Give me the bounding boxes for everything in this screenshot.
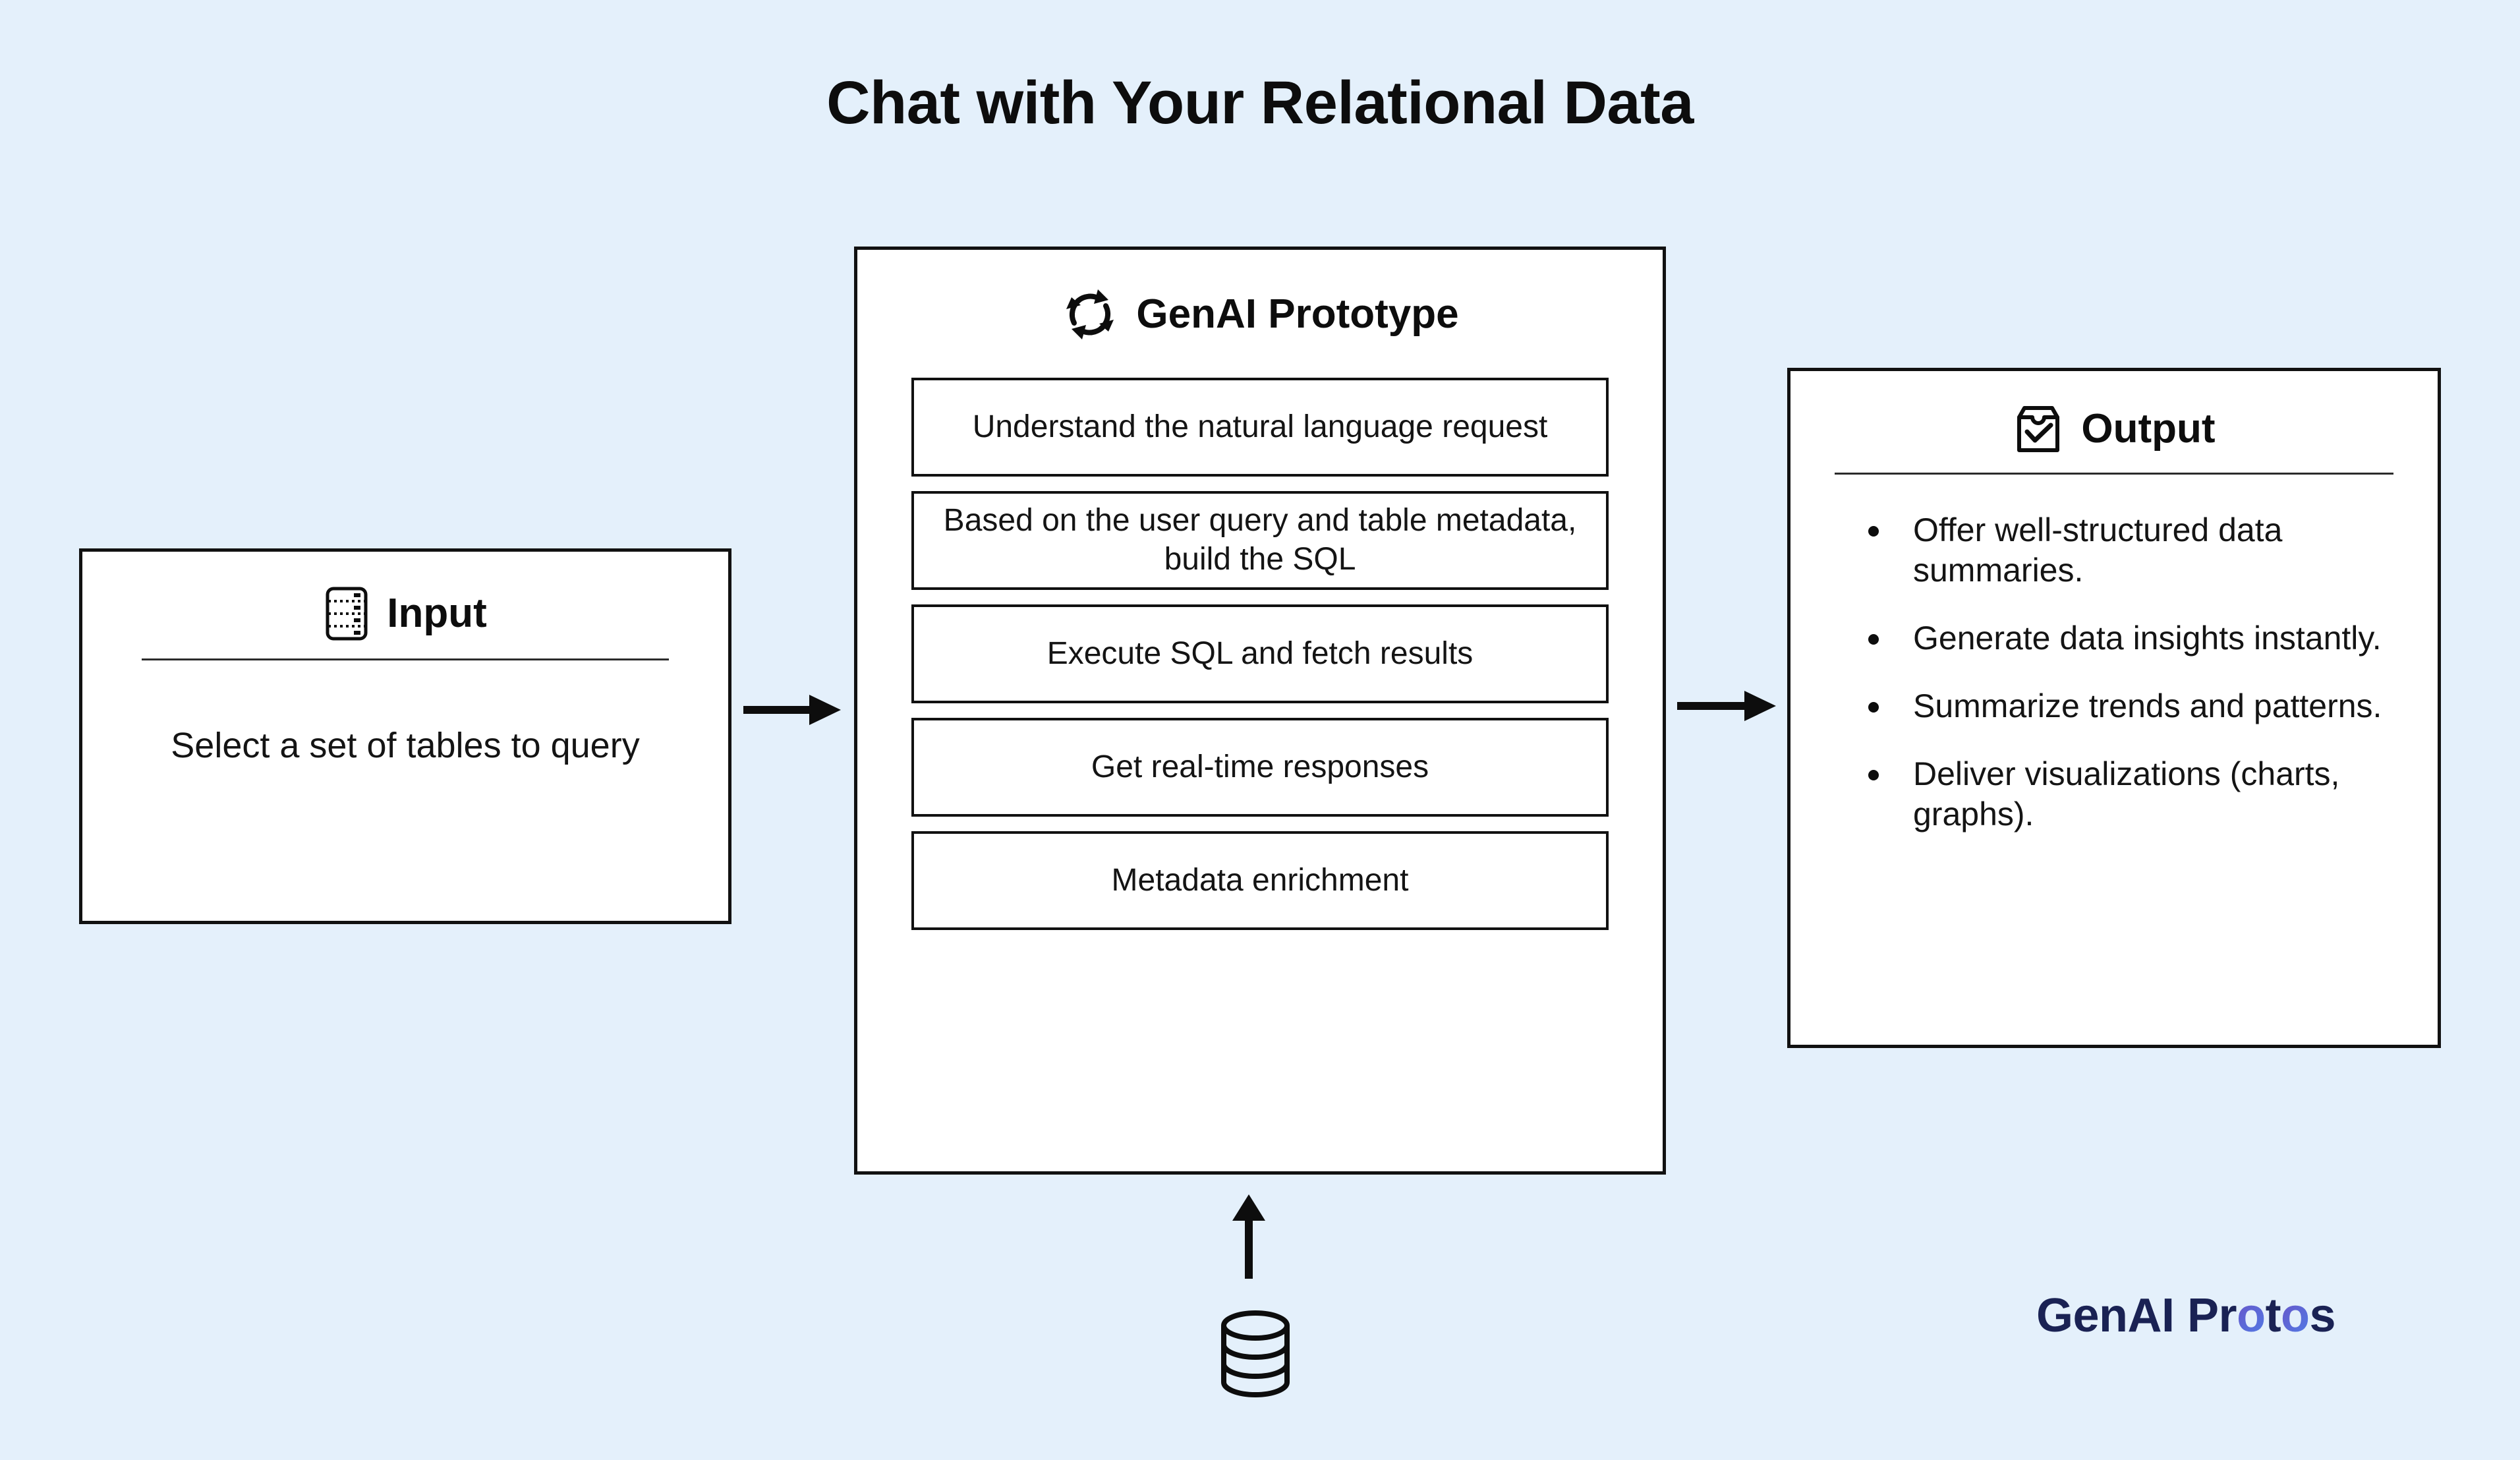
output-panel-title: Output xyxy=(2081,406,2216,452)
output-panel: Output Offer well-structured data summar… xyxy=(1787,368,2441,1048)
output-bullet-item: Deliver visualizations (charts, graphs). xyxy=(1864,754,2398,834)
prototype-step: Execute SQL and fetch results xyxy=(911,604,1609,703)
brand-text-part-2: t xyxy=(2265,1289,2281,1342)
table-rows-icon xyxy=(324,586,370,641)
genai-prototype-panel: GenAI Prototype Understand the natural l… xyxy=(854,247,1666,1175)
inbox-check-icon xyxy=(2013,403,2064,455)
prototype-step: Based on the user query and table metada… xyxy=(911,491,1609,590)
input-panel-title: Input xyxy=(387,591,487,636)
prototype-step: Metadata enrichment xyxy=(911,831,1609,930)
output-bullet-list: Offer well-structured data summaries. Ge… xyxy=(1790,510,2438,834)
output-panel-header: Output xyxy=(1790,403,2438,455)
input-panel-body-text: Select a set of tables to query xyxy=(171,726,640,765)
input-panel-header: Input xyxy=(82,586,728,641)
prototype-step: Get real-time responses xyxy=(911,718,1609,817)
output-panel-divider xyxy=(1835,473,2393,475)
arrow-input-to-prototype-icon xyxy=(743,691,842,729)
output-bullet-item: Offer well-structured data summaries. xyxy=(1864,510,2398,591)
prototype-step-list: Understand the natural language request … xyxy=(857,378,1663,930)
prototype-step: Understand the natural language request xyxy=(911,378,1609,477)
arrow-database-to-prototype-icon xyxy=(1230,1193,1268,1279)
brand-text-part-1: GenAI Pr xyxy=(2036,1289,2237,1342)
refresh-cycle-icon xyxy=(1061,285,1119,343)
output-bullet-item: Generate data insights instantly. xyxy=(1864,618,2398,658)
brand-text-part-3: s xyxy=(2309,1289,2336,1342)
output-bullet-item: Summarize trends and patterns. xyxy=(1864,686,2398,726)
brand-letter-o-first: o xyxy=(2237,1289,2266,1342)
input-panel-divider xyxy=(142,658,669,660)
database-cylinder-icon xyxy=(1216,1308,1295,1401)
prototype-panel-title: GenAI Prototype xyxy=(1136,291,1459,337)
page-title: Chat with Your Relational Data xyxy=(826,69,1694,136)
prototype-panel-header: GenAI Prototype xyxy=(857,285,1663,343)
brand-logo: GenAI Protos xyxy=(2036,1289,2336,1342)
arrow-prototype-to-output-icon xyxy=(1677,687,1777,725)
input-panel: Input Select a set of tables to query xyxy=(79,548,731,924)
brand-letter-o-second: o xyxy=(2281,1289,2310,1342)
